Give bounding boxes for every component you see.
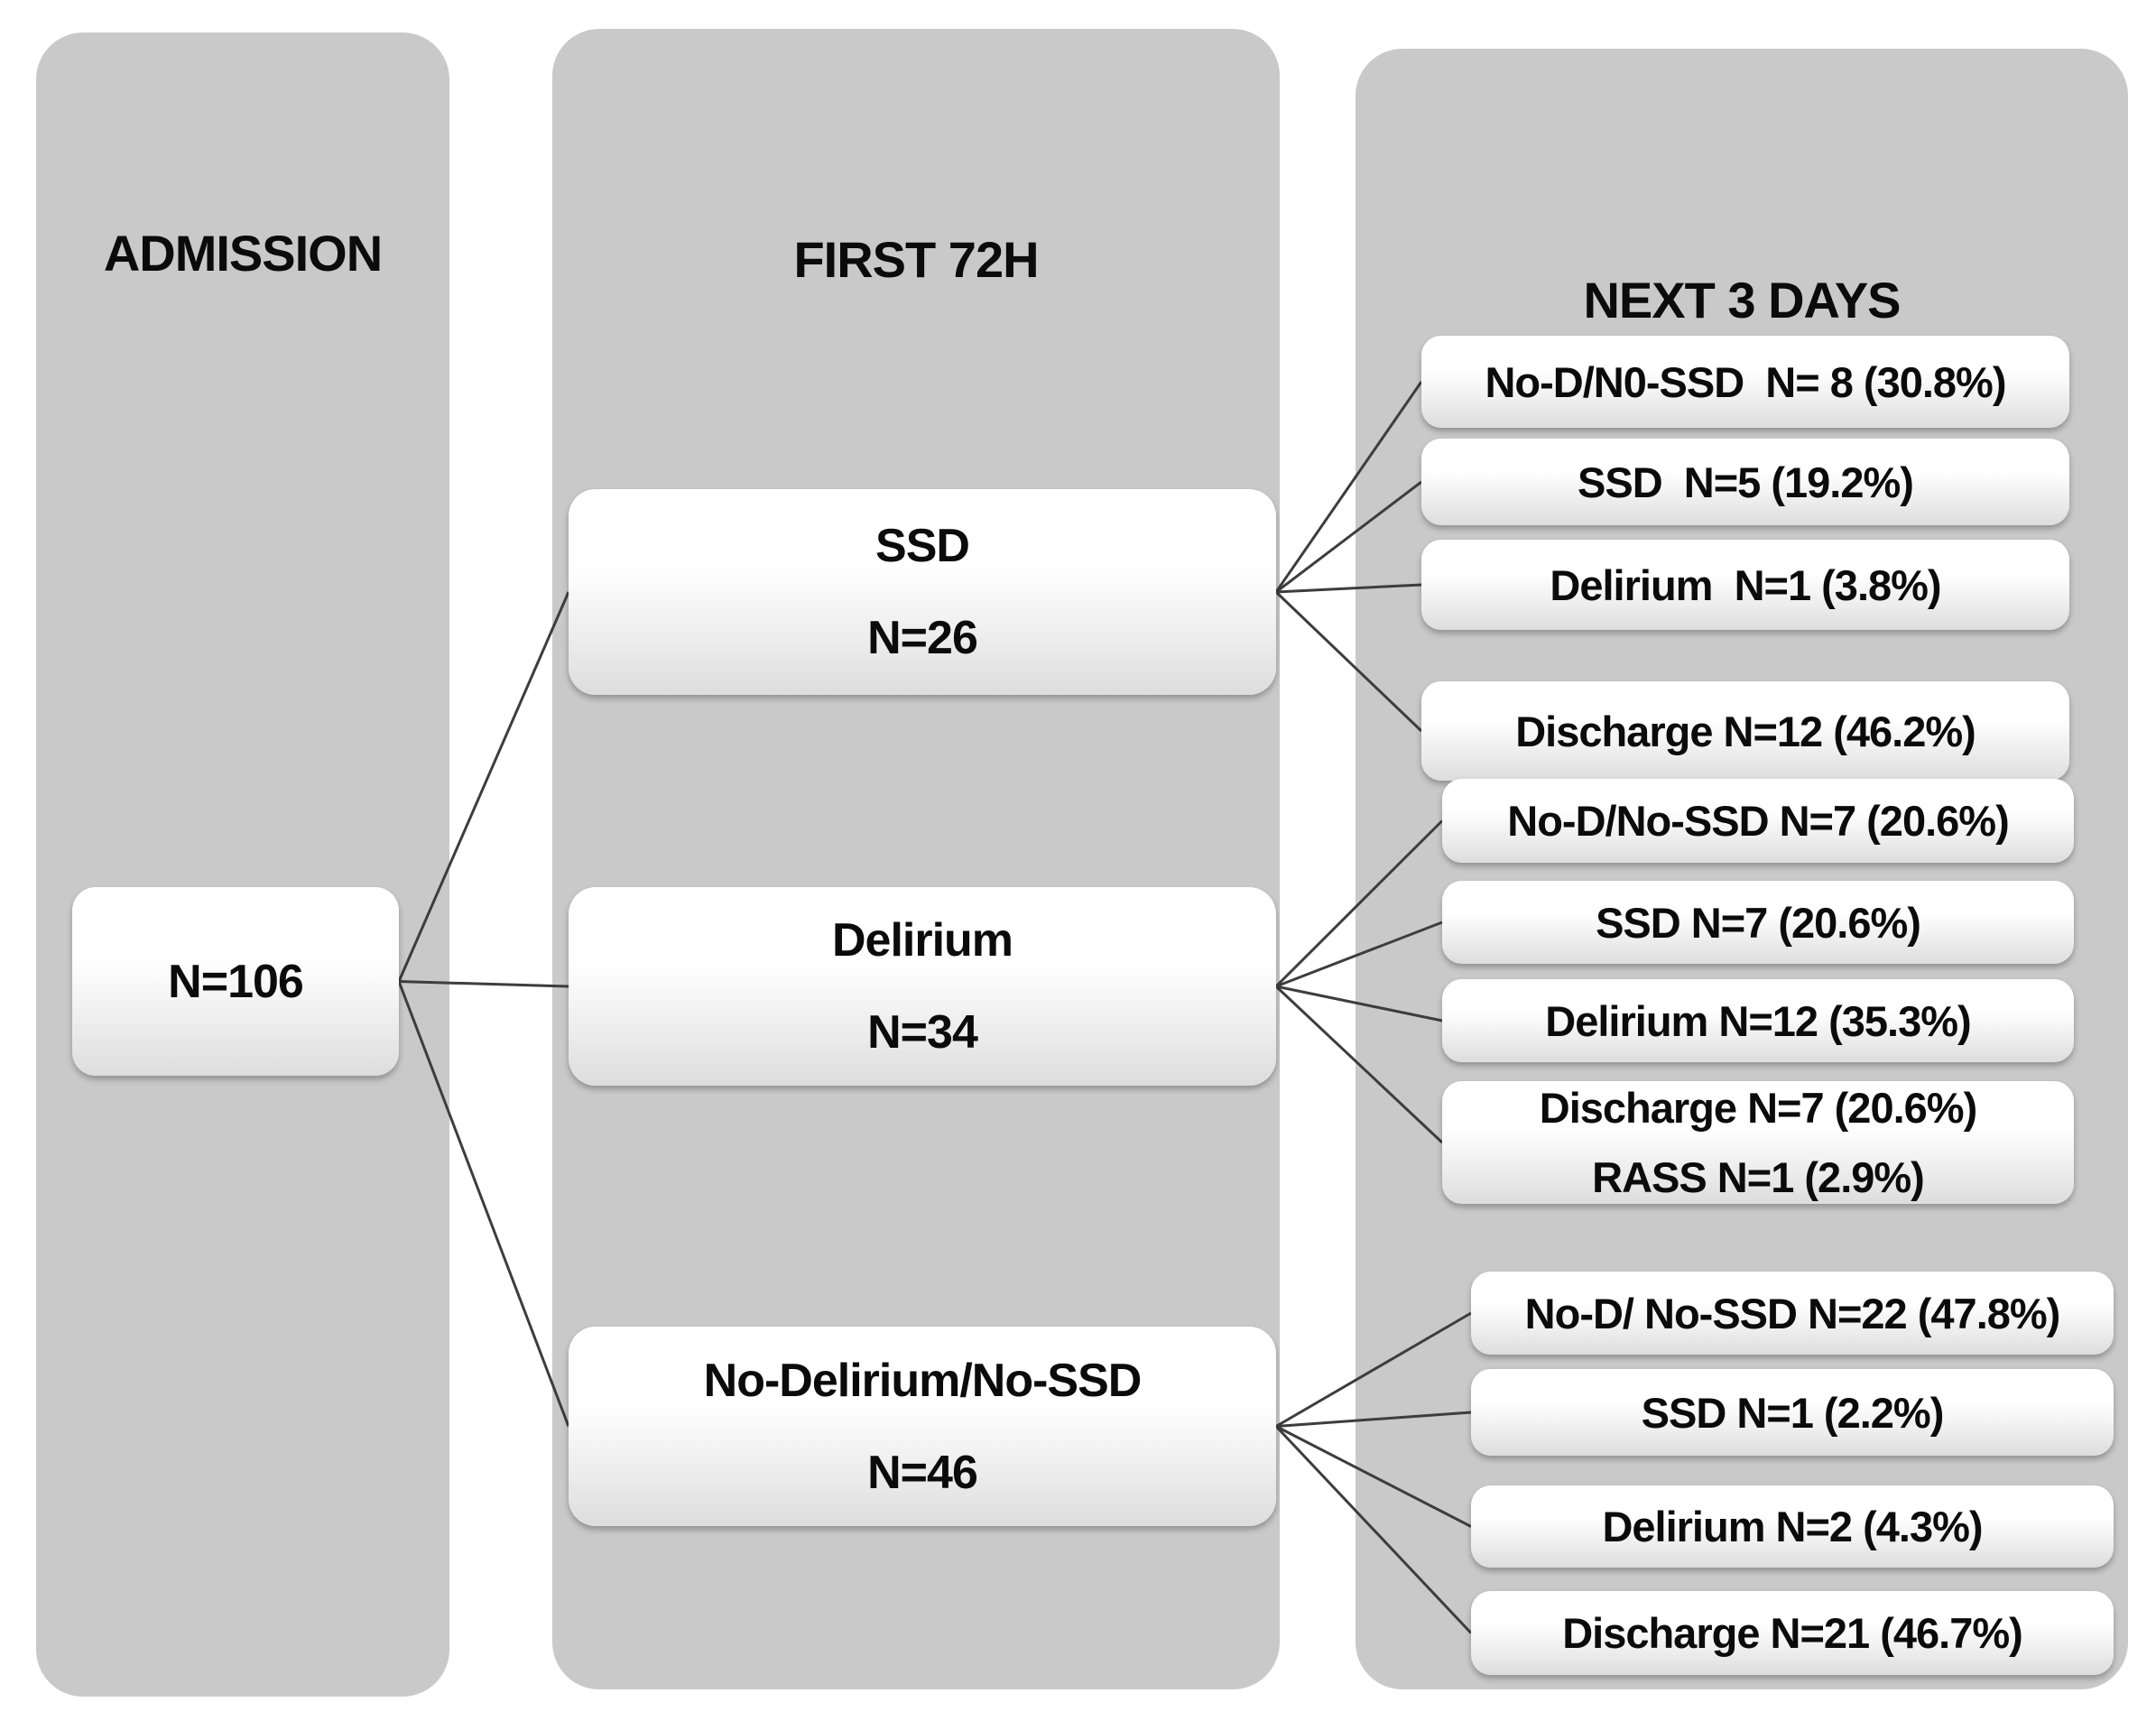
- node-delirium-first72h: Delirium N=34: [569, 887, 1276, 1086]
- node-label-secondary: RASS N=1 (2.9%): [1592, 1153, 1925, 1201]
- node-ssd-outcome-no-d-no-ssd: No-D/N0-SSD N= 8 (30.8%): [1421, 336, 2069, 428]
- node-label: SSD: [875, 520, 970, 572]
- node-delirium-outcome-no-d-no-ssd: No-D/No-SSD N=7 (20.6%): [1442, 779, 2074, 863]
- node-nodel-outcome-no-d-no-ssd: No-D/ No-SSD N=22 (47.8%): [1471, 1272, 2114, 1355]
- node-ssd-first72h: SSD N=26: [569, 489, 1276, 695]
- column-title-next-3-days: NEXT 3 DAYS: [1583, 272, 1901, 328]
- node-delirium-outcome-ssd: SSD N=7 (20.6%): [1442, 881, 2074, 964]
- node-label: Delirium N=1 (3.8%): [1550, 560, 1941, 609]
- node-label: Delirium N=2 (4.3%): [1602, 1503, 1983, 1550]
- node-admission-total: N=106: [72, 887, 399, 1076]
- node-no-delirium-no-ssd-first72h: No-Delirium/No-SSD N=46: [569, 1327, 1276, 1526]
- node-nodel-outcome-delirium: Delirium N=2 (4.3%): [1471, 1485, 2114, 1568]
- node-label: SSD N=7 (20.6%): [1596, 898, 1921, 947]
- node-label: Delirium: [831, 914, 1013, 967]
- node-delirium-outcome-delirium: Delirium N=12 (35.3%): [1442, 979, 2074, 1062]
- node-label: SSD N=5 (19.2%): [1578, 458, 1914, 506]
- node-label: No-D/ No-SSD N=22 (47.8%): [1524, 1289, 2061, 1337]
- node-label: Discharge N=21 (46.7%): [1562, 1609, 2023, 1657]
- node-label: Delirium N=12 (35.3%): [1545, 996, 1971, 1045]
- node-count: N=26: [867, 612, 978, 664]
- column-admission: [36, 32, 449, 1697]
- node-count: N=46: [867, 1446, 978, 1499]
- node-delirium-outcome-discharge-rass: Discharge N=7 (20.6%) RASS N=1 (2.9%): [1442, 1081, 2074, 1204]
- node-ssd-outcome-ssd: SSD N=5 (19.2%): [1421, 439, 2069, 525]
- node-count: N=34: [867, 1006, 978, 1059]
- node-label: N=106: [168, 955, 304, 1008]
- column-title-first-72h: FIRST 72H: [793, 231, 1039, 288]
- node-label: No-D/No-SSD N=7 (20.6%): [1507, 797, 2009, 845]
- node-label: SSD N=1 (2.2%): [1641, 1388, 1945, 1437]
- node-label: Discharge N=7 (20.6%): [1539, 1084, 1977, 1132]
- node-ssd-outcome-discharge: Discharge N=12 (46.2%): [1421, 681, 2069, 781]
- node-ssd-outcome-delirium: Delirium N=1 (3.8%): [1421, 540, 2069, 630]
- node-label: No-D/N0-SSD N= 8 (30.8%): [1485, 357, 2006, 406]
- node-label: No-Delirium/No-SSD: [703, 1354, 1143, 1407]
- node-label: Discharge N=12 (46.2%): [1515, 707, 1976, 755]
- column-title-admission: ADMISSION: [103, 225, 383, 282]
- node-nodel-outcome-ssd: SSD N=1 (2.2%): [1471, 1369, 2114, 1456]
- node-nodel-outcome-discharge: Discharge N=21 (46.7%): [1471, 1591, 2114, 1675]
